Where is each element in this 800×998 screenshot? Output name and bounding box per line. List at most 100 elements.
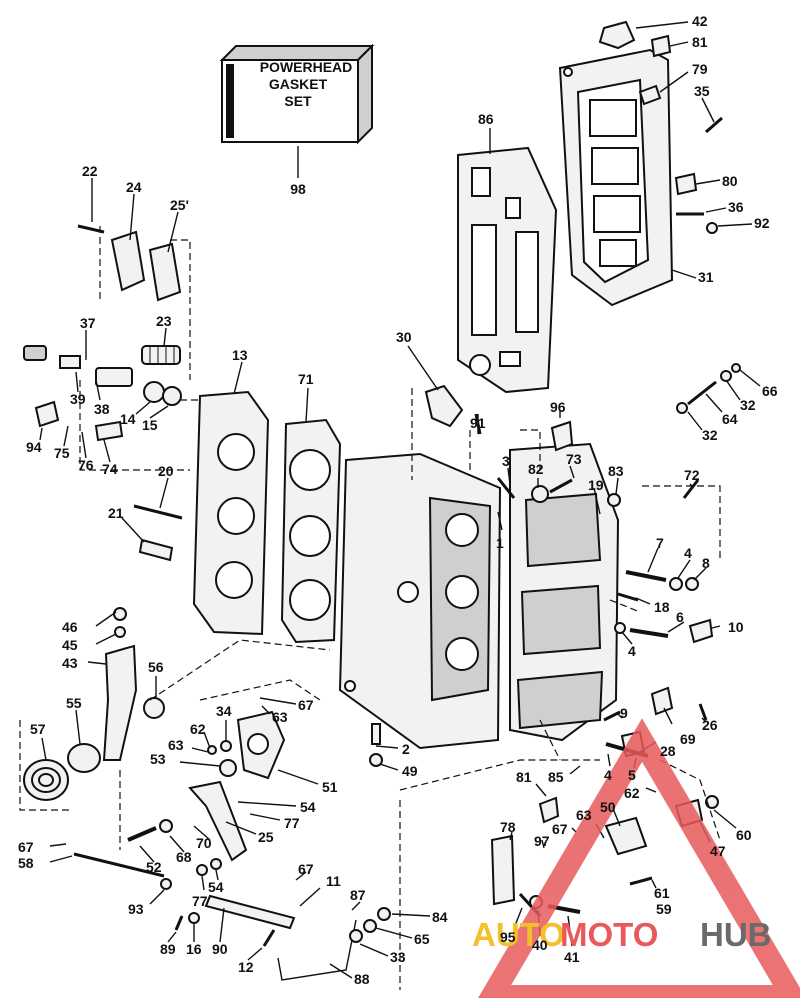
callout-90: 90 [212, 941, 228, 957]
callout-78: 78 [500, 819, 516, 835]
clamp-96 [550, 420, 574, 452]
callout-54-a: 54 [300, 799, 316, 815]
callout-95: 95 [500, 929, 516, 945]
callout-96: 96 [550, 399, 566, 415]
callout-72: 72 [684, 467, 700, 483]
screw-46 [113, 607, 127, 621]
washer-65 [363, 919, 377, 933]
fitting-94 [34, 400, 60, 428]
callout-22: 22 [82, 163, 98, 179]
callout-80: 80 [722, 173, 738, 189]
callout-23: 23 [156, 313, 172, 329]
callout-88: 88 [354, 971, 370, 987]
callout-26: 26 [702, 717, 718, 733]
callout-71: 71 [298, 371, 314, 387]
callout-65: 65 [414, 931, 430, 947]
seal-14 [143, 381, 165, 403]
screw-26 [698, 703, 708, 721]
callout-79: 79 [692, 61, 708, 77]
sensor-21 [138, 538, 174, 562]
fitting-10 [688, 618, 714, 644]
callout-37: 37 [80, 315, 96, 331]
callout-labels: 42 81 79 35 80 36 92 31 86 22 24 25' 23 … [18, 13, 778, 987]
callout-81: 81 [692, 34, 708, 50]
callout-55: 55 [66, 695, 82, 711]
callout-77-b: 77 [192, 893, 208, 909]
bolt-6 [629, 628, 669, 638]
screw-20 [133, 504, 183, 520]
washer-66 [731, 363, 741, 373]
callout-87: 87 [350, 887, 366, 903]
grommet-15 [162, 386, 182, 406]
callout-9: 9 [620, 705, 628, 721]
callout-3: 3 [502, 453, 510, 469]
callout-4-b: 4 [628, 643, 636, 659]
callout-58: 58 [18, 855, 34, 871]
nut-84 [377, 907, 391, 921]
watermark-wordmark: AUTO MOTO HUB [472, 916, 772, 953]
roller-53 [219, 759, 237, 777]
callout-19: 19 [588, 477, 604, 493]
callout-39: 39 [70, 391, 86, 407]
gasket-box-line-2: GASKET [269, 76, 328, 92]
callout-31: 31 [698, 269, 714, 285]
callout-5: 5 [628, 767, 636, 783]
callout-28: 28 [660, 743, 676, 759]
callout-97: 97 [534, 833, 550, 849]
washer-16 [188, 912, 200, 924]
callout-11: 11 [326, 873, 341, 889]
head-gasket-71 [280, 418, 342, 644]
screw-35 [705, 116, 723, 134]
callout-86: 86 [478, 111, 494, 127]
screw-18 [617, 592, 639, 602]
callout-10: 10 [728, 619, 744, 635]
callout-53: 53 [150, 751, 166, 767]
clip-79 [638, 84, 662, 106]
callout-43: 43 [62, 655, 78, 671]
callout-54-b: 54 [208, 879, 224, 895]
callout-63-b: 63 [168, 737, 184, 753]
callout-25-top: 25' [170, 197, 189, 213]
bushing-55 [67, 743, 101, 773]
screw-73 [549, 478, 573, 494]
callout-41: 41 [564, 949, 580, 965]
leader-lines [39, 21, 761, 979]
sensor-42 [598, 20, 636, 50]
outer-exhaust-plate-86 [457, 146, 558, 394]
callout-77-a: 77 [284, 815, 300, 831]
callout-35: 35 [694, 83, 710, 99]
callout-67-c: 67 [552, 821, 568, 837]
washer-54 [210, 858, 222, 870]
nut-93 [160, 878, 172, 890]
callout-62-a: 62 [190, 721, 206, 737]
crankcase [509, 442, 620, 742]
thermostat-assembly-37 [23, 345, 133, 387]
callout-4-a: 4 [684, 545, 692, 561]
link-90 [204, 894, 296, 930]
washer-32 [720, 370, 732, 382]
clamp-81 [538, 796, 560, 824]
callout-81-b: 81 [516, 769, 532, 785]
plate-50 [604, 816, 648, 856]
clip-81 [650, 34, 672, 58]
callout-42: 42 [692, 13, 708, 29]
callout-47: 47 [710, 843, 726, 859]
fitting-74 [94, 420, 124, 442]
callout-36: 36 [728, 199, 744, 215]
callout-51: 51 [322, 779, 338, 795]
callout-70: 70 [196, 835, 212, 851]
callout-89: 89 [160, 941, 176, 957]
callout-49: 49 [402, 763, 418, 779]
bracket-30 [424, 384, 464, 428]
screw-52 [127, 826, 157, 842]
bolt-64 [687, 380, 717, 406]
callout-94: 94 [26, 439, 42, 455]
bracket-78 [490, 834, 516, 906]
exhaust-cover-plate [558, 48, 674, 307]
callout-84: 84 [432, 909, 448, 925]
callout-4-c: 4 [604, 767, 612, 783]
link-arm-25 [188, 780, 248, 862]
callout-40: 40 [532, 937, 548, 953]
screw-72 [682, 479, 700, 499]
